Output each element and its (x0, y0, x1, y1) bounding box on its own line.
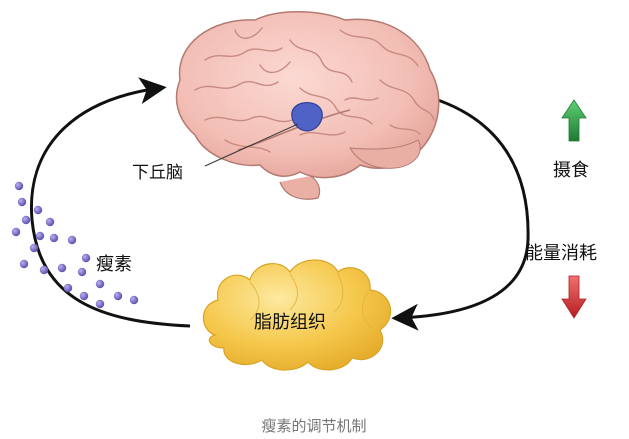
leptin-dot (96, 280, 104, 288)
leptin-dot (64, 284, 72, 292)
leptin-dot (34, 206, 42, 214)
leptin-dot (80, 292, 88, 300)
up-arrow-icon (562, 100, 586, 141)
leptin-dot (68, 236, 76, 244)
down-arrow-icon (562, 276, 586, 318)
figure-caption: 瘦素的调节机制 (261, 417, 366, 435)
leptin-dot (15, 182, 23, 190)
leptin-dot (78, 268, 86, 276)
leptin-dot (40, 266, 48, 274)
leptin-dot (30, 244, 38, 252)
hypothalamus-region (292, 103, 322, 131)
expenditure-label: 能量消耗 (525, 243, 597, 264)
adipose-label: 脂肪组织 (254, 312, 326, 333)
leptin-dot (46, 218, 54, 226)
intake-label: 摄食 (553, 160, 589, 181)
cycle-arrow-left (31, 88, 190, 326)
leptin-dot (20, 260, 28, 268)
leptin-dot (82, 254, 90, 262)
leptin-dot (58, 264, 66, 272)
leptin-dot (22, 216, 30, 224)
leptin-label: 瘦素 (96, 254, 132, 275)
leptin-dot (96, 300, 104, 308)
leptin-dot (50, 234, 58, 242)
hypothalamus-label: 下丘脑 (132, 163, 183, 183)
leptin-dot (114, 292, 122, 300)
leptin-dot (12, 228, 20, 236)
leptin-dot (36, 232, 44, 240)
leptin-dot (18, 198, 26, 206)
leptin-dot (130, 296, 138, 304)
